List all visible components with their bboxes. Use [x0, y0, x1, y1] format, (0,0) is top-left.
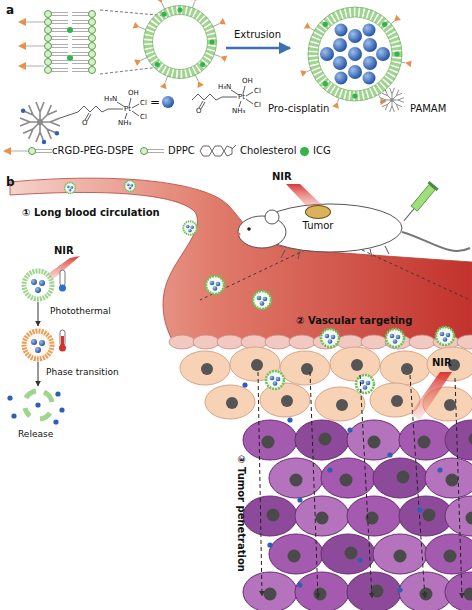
atom-label: Pt: [124, 106, 131, 113]
nir-label: NIR: [272, 172, 292, 182]
process-label: Release: [18, 430, 53, 439]
step-label: ③ Tumor penetration: [236, 455, 246, 572]
step-label: ① Long blood circulation: [22, 208, 160, 218]
step-label: Extrusion: [234, 30, 281, 40]
legend-text: cRGD-PEG-DSPE: [52, 146, 134, 156]
node-label: Tumor: [303, 221, 334, 231]
atom-label: H₃N: [104, 96, 117, 103]
process-label: Photothermal: [50, 307, 111, 316]
atom-label: Cl: [140, 100, 147, 107]
panel-letter: a: [6, 4, 14, 16]
atom-label: OH: [128, 90, 139, 97]
panel-letter: b: [6, 176, 15, 188]
legend-text: PAMAM: [410, 104, 446, 114]
equals-sign: =: [150, 96, 160, 108]
atom-label: H₃N: [218, 84, 231, 91]
atom-label: O: [82, 120, 88, 127]
atom-label: Cl: [140, 114, 147, 121]
atom-label: Pt: [238, 94, 245, 101]
atom-label: OH: [242, 78, 253, 85]
process-label: Phase transition: [46, 368, 119, 377]
legend-text: Pro-cisplatin: [268, 104, 329, 114]
atom-label: O: [196, 108, 202, 115]
step-label: ② Vascular targeting: [296, 316, 412, 326]
atom-label: NH₃: [232, 108, 245, 115]
bilayer: [18, 11, 96, 74]
atom-label: Cl: [254, 88, 261, 95]
legend-text: DPPC: [168, 146, 195, 156]
nir-label: NIR: [432, 358, 452, 368]
tumor-node: Tumor: [305, 205, 331, 219]
legend-swatch: [300, 147, 309, 156]
atom-label: NH₃: [118, 120, 131, 127]
legend-text: Cholesterol: [240, 146, 296, 156]
atom-label: Cl: [254, 102, 261, 109]
legend-text: ICG: [313, 146, 331, 156]
nir-label: NIR: [54, 246, 74, 256]
